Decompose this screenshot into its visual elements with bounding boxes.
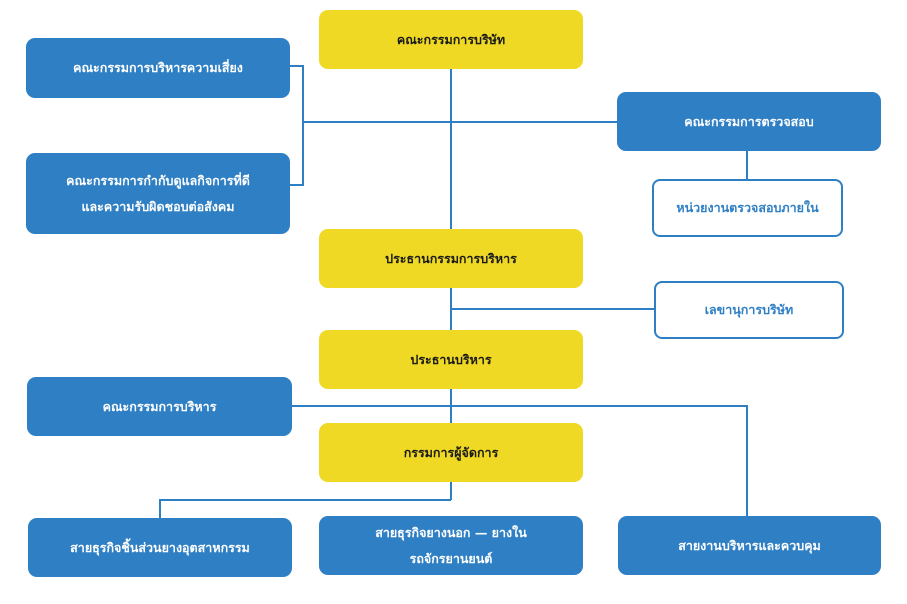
tire-division-label-line2: รถจักรยานยนต์ (409, 550, 493, 566)
audit-committee-box: คณะกรรมการตรวจสอบ (617, 92, 881, 151)
executive-committee-box: คณะกรรมการบริหาร (27, 377, 292, 436)
board-label: คณะกรรมการบริษัท (396, 31, 506, 47)
audit-committee-label: คณะกรรมการตรวจสอบ (684, 113, 814, 129)
industrial-rubber-division-box: สายธุรกิจชิ้นส่วนยางอุตสาหกรรม (28, 518, 292, 577)
internal-audit-box: หน่วยงานตรวจสอบภายใน (652, 179, 843, 237)
executive-committee-label: คณะกรรมการบริหาร (102, 398, 217, 414)
exec-admin-line (292, 405, 748, 516)
governance-committee-label-line1: คณะกรรมการกำกับดูแลกิจการที่ดี (66, 172, 250, 188)
president-label: ประธานบริหาร (410, 351, 492, 367)
executive-chairman-box: ประธานกรรมการบริหาร (319, 229, 583, 288)
president-box: ประธานบริหาร (319, 330, 583, 389)
executive-chairman-label: ประธานกรรมการบริหาร (385, 250, 517, 266)
board-box: คณะกรรมการบริษัท (319, 10, 583, 69)
admin-control-division-label: สายงานบริหารและควบคุม (678, 537, 821, 553)
internal-audit-label: หน่วยงานตรวจสอบภายใน (676, 200, 819, 215)
admin-control-division-box: สายงานบริหารและควบคุม (618, 516, 881, 575)
risk-committee-label: คณะกรรมการบริหารความเสี่ยง (73, 60, 243, 75)
governance-committee-label-line2: และความรับผิดชอบต่อสังคม (81, 198, 235, 214)
md-industrial-line (159, 499, 451, 518)
governance-committee-box: คณะกรรมการกำกับดูแลกิจการที่ดี และความรั… (26, 153, 290, 234)
tire-division-box: สายธุรกิจยางนอก — ยางใน รถจักรยานยนต์ (319, 516, 583, 575)
risk-committee-box: คณะกรรมการบริหารความเสี่ยง (26, 38, 290, 98)
industrial-rubber-division-label: สายธุรกิจชิ้นส่วนยางอุตสาหกรรม (70, 539, 250, 555)
left-committee-bracket (290, 65, 304, 186)
tire-division-label-line1: สายธุรกิจยางนอก — ยางใน (375, 524, 527, 540)
managing-director-label: กรรมการผู้จัดการ (403, 444, 499, 460)
managing-director-box: กรรมการผู้จัดการ (319, 423, 583, 482)
company-secretary-box: เลขานุการบริษัท (654, 281, 844, 339)
company-secretary-label: เลขานุการบริษัท (704, 302, 794, 317)
